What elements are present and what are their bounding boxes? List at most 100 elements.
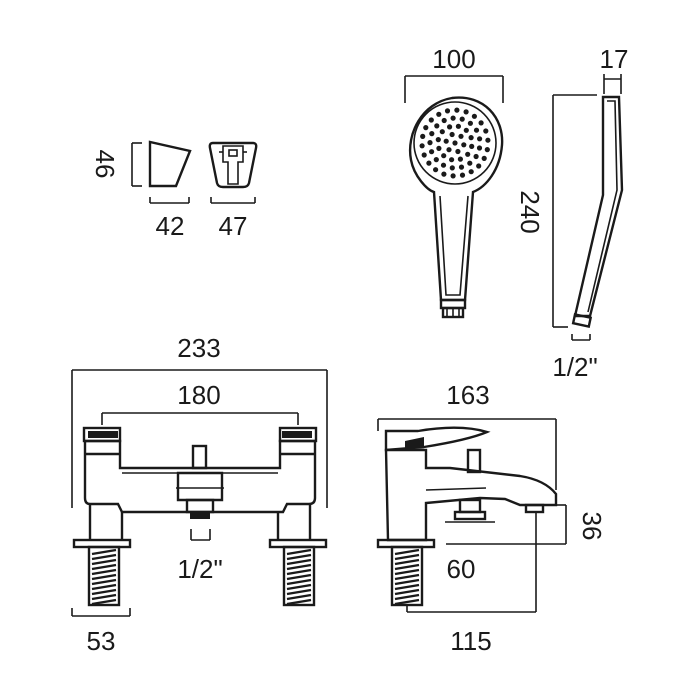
spray-nozzle	[449, 131, 455, 138]
thread-line	[394, 568, 420, 576]
filler-centres-label: 180	[177, 380, 220, 410]
handset-body-outline	[408, 96, 504, 302]
spray-nozzle	[469, 143, 475, 149]
handset-handle-inner	[439, 195, 469, 296]
thread-line	[394, 593, 420, 601]
spray-nozzle	[457, 156, 463, 162]
bracket-front-width-label: 47	[219, 211, 248, 241]
spray-nozzle	[481, 155, 487, 161]
spray-nozzle	[450, 115, 456, 121]
filler-front-body	[83, 439, 317, 514]
thread-line	[394, 548, 420, 556]
spray-nozzle	[467, 120, 473, 126]
thread-line	[394, 553, 420, 561]
filler-tail-width-dimension: 53	[71, 608, 131, 656]
spray-nozzle	[478, 120, 484, 126]
spray-nozzle	[449, 157, 455, 163]
thread-line	[394, 578, 420, 586]
thread-line	[286, 553, 312, 561]
spray-nozzle	[463, 109, 469, 115]
spray-nozzle	[447, 124, 453, 130]
handset-side-connector	[571, 313, 593, 328]
spray-nozzle	[452, 140, 458, 146]
thread-line	[91, 568, 117, 576]
spray-nozzle	[476, 145, 483, 151]
spray-nozzle	[463, 127, 469, 133]
spray-nozzle	[441, 153, 447, 159]
spray-nozzle	[420, 133, 426, 139]
handset-length-label: 240	[515, 190, 545, 233]
spray-nozzle	[421, 152, 427, 158]
filler-front-right-tail	[282, 545, 316, 607]
thread-line	[394, 558, 420, 566]
filler-side-tail	[390, 545, 424, 607]
shower-handset-front: 100	[404, 44, 504, 319]
handset-connection-dimension: 1/2"	[552, 334, 598, 382]
spray-nozzle	[434, 123, 440, 129]
filler-side-offset-label: 60	[447, 554, 476, 584]
spray-nozzle	[459, 172, 466, 178]
spray-nozzle	[455, 148, 461, 155]
spray-nozzle	[429, 149, 435, 155]
bracket-front-width-dimension: 47	[210, 197, 256, 241]
thread-line	[91, 588, 117, 596]
filler-centres-dimension: 180	[101, 380, 299, 425]
filler-side-lever	[384, 426, 491, 452]
thread-line	[286, 548, 312, 556]
thread-line	[286, 578, 312, 586]
spray-nozzle	[441, 117, 447, 124]
spray-nozzle	[423, 125, 429, 131]
spray-nozzle	[459, 116, 465, 122]
bath-filler-front: 233 180 1/2" 53	[71, 333, 328, 656]
filler-front-right-leg	[276, 504, 312, 540]
bracket-height-dimension: 46	[90, 142, 142, 187]
spray-nozzle	[465, 151, 471, 157]
thread-line	[91, 563, 117, 571]
thread-line	[286, 573, 312, 581]
filler-side-height-label: 36	[577, 512, 607, 541]
thread-line	[286, 588, 312, 596]
spray-nozzle	[433, 157, 439, 163]
spray-nozzle	[449, 165, 455, 171]
handset-length-dimension: 240	[515, 94, 597, 328]
filler-side-depth-label: 163	[446, 380, 489, 410]
filler-side-offset-dimension: 60	[447, 554, 476, 584]
filler-overall-width-label: 233	[177, 333, 220, 363]
filler-side-body	[384, 448, 558, 542]
spray-nozzle	[433, 167, 439, 173]
spray-nozzle	[446, 147, 452, 153]
spray-nozzle	[435, 137, 441, 143]
spray-nozzles	[419, 107, 491, 179]
spray-nozzle	[468, 135, 474, 141]
spray-nozzle	[473, 153, 479, 160]
handset-spray-face	[413, 101, 497, 185]
filler-side-projection-label: 115	[450, 626, 491, 656]
thread-line	[91, 583, 117, 591]
bracket-height-label: 46	[90, 150, 120, 179]
handset-thickness-label: 17	[600, 44, 629, 74]
spray-nozzle	[444, 108, 451, 114]
bath-filler-side: 163 36 60 115	[376, 380, 607, 656]
thread-line	[286, 563, 312, 571]
spray-nozzle	[427, 140, 433, 146]
spray-nozzle	[455, 123, 461, 129]
spray-nozzle	[467, 160, 473, 166]
handset-thickness-dimension: 17	[600, 44, 629, 94]
filler-front-right-handle	[278, 426, 318, 456]
spray-nozzle	[436, 145, 442, 151]
filler-side-spout-tip	[524, 503, 545, 514]
thread-line	[394, 588, 420, 596]
spray-nozzle	[471, 113, 477, 119]
spray-nozzle	[476, 163, 482, 169]
thread-line	[286, 583, 312, 591]
thread-line	[394, 598, 420, 606]
filler-front-left-tail	[87, 545, 121, 607]
thread-line	[91, 578, 117, 586]
thread-line	[91, 593, 117, 601]
handset-width-label: 100	[432, 44, 475, 74]
thread-line	[394, 583, 420, 591]
thread-line	[91, 558, 117, 566]
spray-nozzle	[458, 133, 464, 139]
filler-side-projection-dimension: 115	[406, 513, 537, 656]
